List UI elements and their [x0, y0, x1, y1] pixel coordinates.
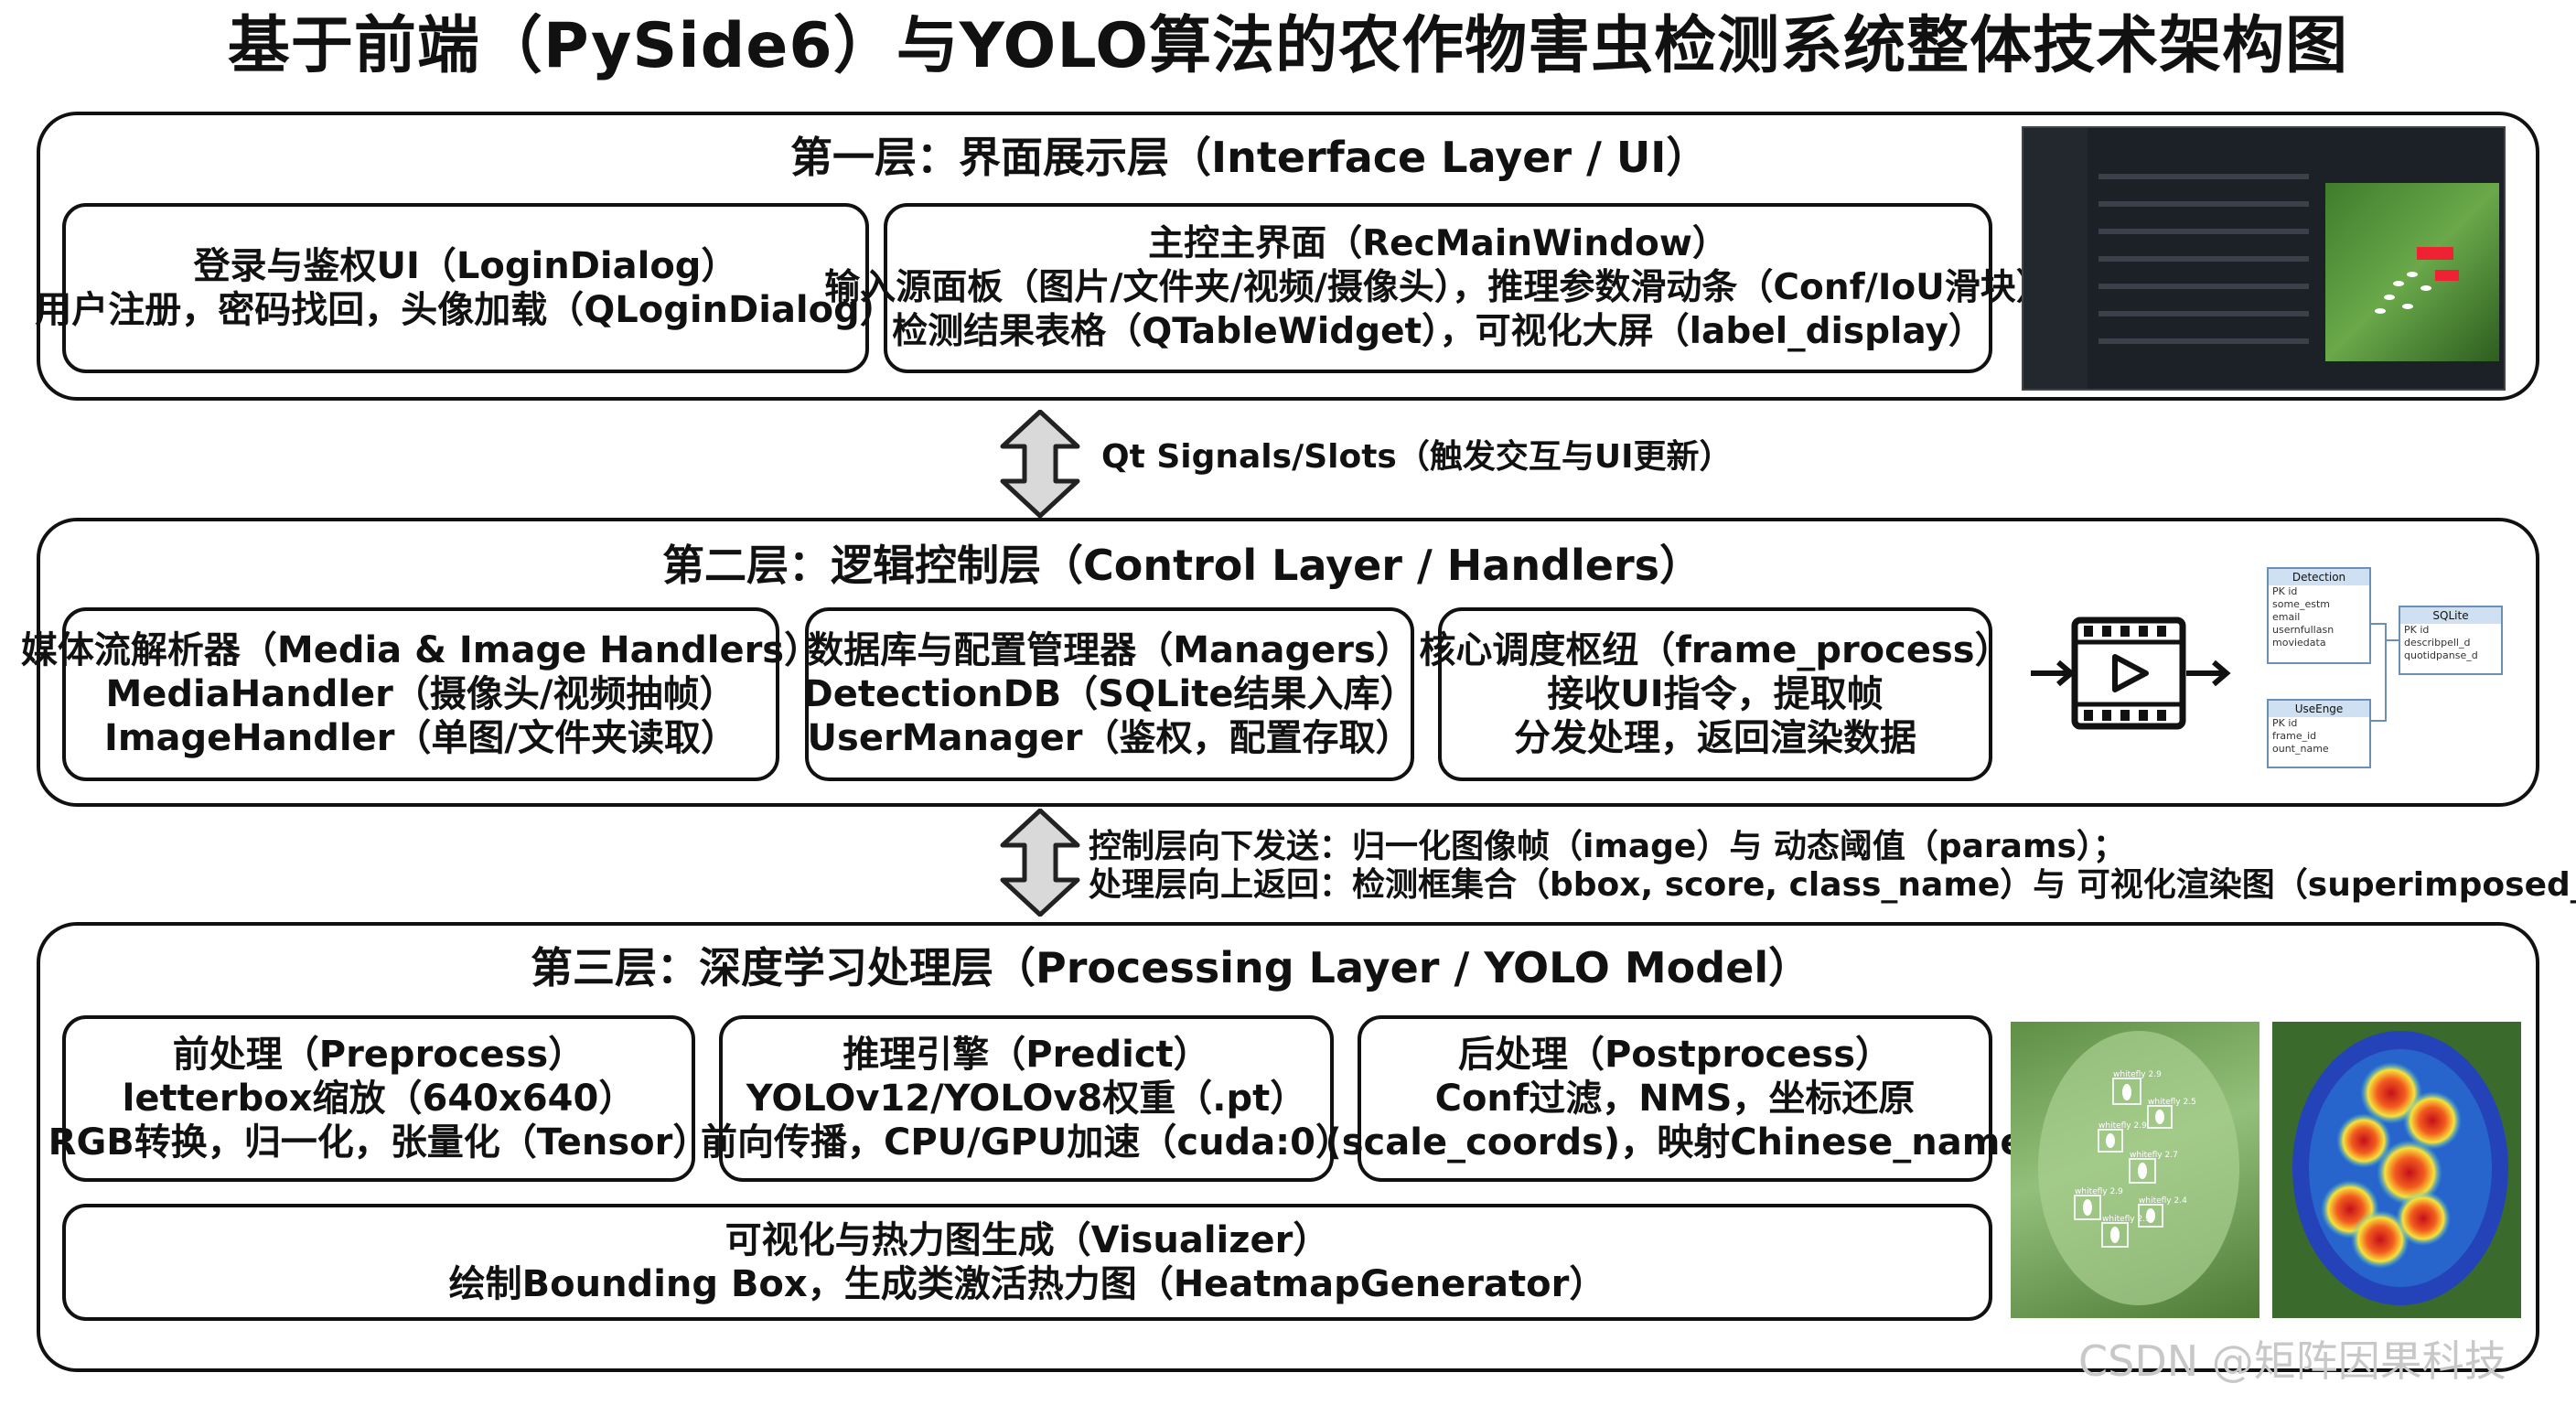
- media-handlers-box: 媒体流解析器（Media & Image Handlers） MediaHand…: [21, 607, 821, 781]
- db-field: frame_id: [2272, 730, 2317, 742]
- visualizer-box: 可视化与热力图生成（Visualizer） 绘制Bounding Box，生成类…: [62, 1204, 1992, 1321]
- db-field: email: [2272, 611, 2301, 623]
- db-table-name: Detection: [2269, 569, 2369, 585]
- screenshot-row: [2098, 174, 2309, 179]
- control-layer-title: 第二层：逻辑控制层（Control Layer / Handlers）: [662, 541, 1702, 590]
- box-line: 绘制Bounding Box，生成类激活热力图（HeatmapGenerator…: [448, 1263, 1606, 1305]
- screenshot-row: [2098, 284, 2309, 289]
- db-field: moviedata: [2272, 637, 2326, 649]
- frame-process-box: 核心调度枢纽（frame_process） 接收UI指令，提取帧 分发处理，返回…: [1419, 607, 2012, 781]
- db-field: PK id: [2404, 624, 2430, 636]
- interface-layer-title: 第一层：界面展示层（Interface Layer / UI）: [790, 133, 1709, 182]
- db-field: quotidpanse_d: [2404, 649, 2478, 661]
- video-frame-icon: [2031, 617, 2231, 730]
- box-line: ImageHandler（单图/文件夹读取）: [103, 717, 738, 759]
- box-line: letterbox缩放（640x640）: [122, 1078, 636, 1120]
- connector2-line-2: 处理层向上返回：检测框集合（bbox, score, class_name）与 …: [1089, 866, 2576, 904]
- diagram-title: 基于前端（PySide6）与YOLO算法的农作物害虫检测系统整体技术架构图: [227, 10, 2349, 82]
- box-line: MediaHandler（摄像头/视频抽帧）: [105, 673, 736, 715]
- screenshot-row: [2098, 256, 2309, 262]
- box-line: 媒体流解析器（Media & Image Handlers）: [20, 629, 821, 671]
- screenshot-row: [2098, 229, 2309, 234]
- box-line: 数据库与配置管理器（Managers）: [807, 629, 1412, 671]
- db-table-name: UseEnge: [2269, 701, 2369, 717]
- detection-label: whitefly 2.9: [2113, 1070, 2162, 1079]
- db-relation-lines: [2371, 623, 2400, 722]
- heatmap-overlay: [2292, 1031, 2508, 1305]
- predict-box: 推理引擎（Predict） YOLOv12/YOLOv8权重（.pt） 前向传播…: [701, 1015, 1352, 1182]
- double-arrow-icon: [1000, 809, 1080, 917]
- box-line: 输入源面板（图片/文件夹/视频/摄像头），推理参数滑动条（Conf/IoU滑块）: [824, 267, 2052, 308]
- main-window-box: 主控主界面（RecMainWindow） 输入源面板（图片/文件夹/视频/摄像头…: [824, 203, 2052, 373]
- box-line: Conf过滤，NMS，坐标还原: [1434, 1078, 1916, 1120]
- box-line: 核心调度枢纽（frame_process）: [1419, 629, 2012, 671]
- box-line: 主控主界面（RecMainWindow）: [1148, 223, 1728, 264]
- connector2-line-1: 控制层向下发送：归一化图像帧（image）与 动态阈值（params）；: [1089, 828, 2126, 865]
- db-table-detection: Detection PK id some_estm email usernful…: [2267, 567, 2371, 664]
- box-line: UserManager（鉴权，配置存取）: [807, 717, 1412, 759]
- db-field: PK id: [2272, 585, 2298, 597]
- screenshot-row: [2098, 201, 2309, 207]
- heatmap-image: [2272, 1022, 2521, 1318]
- box-line: (scale_coords)，映射Chinese_name: [1325, 1121, 2025, 1164]
- screenshot-row: [2098, 338, 2309, 344]
- box-line: 登录与鉴权UI（LoginDialog）: [193, 245, 738, 287]
- db-field: PK id: [2272, 717, 2298, 729]
- double-arrow-icon: [1000, 410, 1080, 518]
- db-field: describpell_d: [2404, 637, 2471, 649]
- db-table-useenge: UseEnge PK id frame_id ount_name: [2267, 699, 2371, 768]
- db-table-sqlite: SQLite PK id describpell_d quotidpanse_d: [2399, 606, 2503, 675]
- box-line: YOLOv12/YOLOv8权重（.pt）: [746, 1078, 1307, 1120]
- screenshot-sidebar: [2023, 128, 2088, 389]
- db-field: ount_name: [2272, 743, 2329, 755]
- detection-result-image: whitefly 2.9 whitefly 2.5 whitefly 2.9 w…: [2011, 1022, 2259, 1318]
- box-line: RGB转换，归一化，张量化（Tensor）: [48, 1121, 710, 1164]
- preprocess-box: 前处理（Preprocess） letterbox缩放（640x640） RGB…: [48, 1015, 709, 1182]
- detection-label: whitefly 2.9: [2098, 1121, 2147, 1131]
- db-field: usernfullasn: [2272, 624, 2334, 636]
- connector1-label: Qt Signals/Slots（触发交互与UI更新）: [1101, 438, 1733, 476]
- box-line: DetectionDB（SQLite结果入库）: [802, 673, 1417, 715]
- watermark: CSDN @矩阵因果科技: [2078, 1336, 2506, 1386]
- screenshot-leaf-image: [2325, 183, 2499, 361]
- managers-box: 数据库与配置管理器（Managers） DetectionDB（SQLite结果…: [802, 607, 1417, 781]
- detection-label: whitefly 2.9: [2075, 1187, 2123, 1196]
- box-line: 前处理（Preprocess）: [172, 1034, 585, 1076]
- box-line: 可视化与热力图生成（Visualizer）: [724, 1219, 1330, 1261]
- box-line: 用户注册，密码找回，头像加载（QLoginDialog）: [35, 289, 896, 331]
- screenshot-row: [2098, 311, 2309, 316]
- app-screenshot-thumbnail: [2022, 126, 2506, 391]
- detection-boxes: whitefly 2.9 whitefly 2.5 whitefly 2.9 w…: [2038, 1031, 2239, 1305]
- leaf-detections: [2375, 247, 2459, 314]
- box-line: 后处理（Postprocess）: [1457, 1034, 1893, 1076]
- detection-label: whitefly 2.4: [2139, 1196, 2187, 1206]
- box-line: 推理引擎（Predict）: [843, 1034, 1210, 1076]
- box-line: 分发处理，返回渲染数据: [1514, 717, 1916, 759]
- detection-label: whitefly 2.9: [2102, 1215, 2151, 1224]
- db-table-name: SQLite: [2400, 607, 2501, 624]
- detection-label: whitefly 2.7: [2130, 1151, 2178, 1160]
- box-line: 接收UI指令，提取帧: [1547, 673, 1884, 715]
- processing-layer-title: 第三层：深度学习处理层（Processing Layer / YOLO Mode…: [531, 943, 1811, 992]
- box-line: 前向传播，CPU/GPU加速（cuda:0）: [700, 1121, 1353, 1164]
- db-field: some_estm: [2272, 598, 2330, 610]
- login-dialog-box: 登录与鉴权UI（LoginDialog） 用户注册，密码找回，头像加载（QLog…: [35, 203, 896, 373]
- box-line: 检测结果表格（QTableWidget），可视化大屏（label_display…: [892, 311, 1984, 352]
- postprocess-box: 后处理（Postprocess） Conf过滤，NMS，坐标还原 (scale_…: [1325, 1015, 2025, 1182]
- detection-label: whitefly 2.5: [2148, 1098, 2196, 1107]
